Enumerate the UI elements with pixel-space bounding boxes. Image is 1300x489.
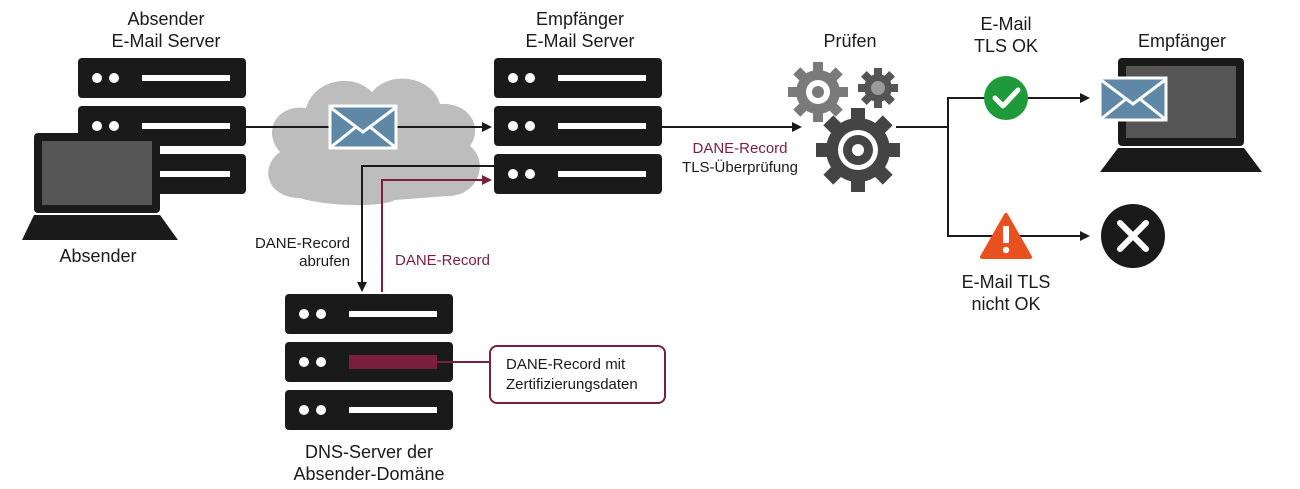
dns-server-label-line1: DNS-Server der	[305, 442, 433, 462]
sender-server-label-line2: E-Mail Server	[111, 31, 220, 51]
callout-line1: DANE-Record mit	[506, 356, 626, 373]
dns-server-label-line2: Absender-Domäne	[293, 464, 444, 484]
receiver-server-label-line1: Empfänger	[536, 9, 624, 29]
fetch-arrow	[357, 165, 494, 292]
sender-server-label-line1: Absender	[127, 9, 204, 29]
receiver-server-label-line2: E-Mail Server	[525, 31, 634, 51]
recipient-laptop-icon	[1100, 58, 1262, 172]
check-label: Prüfen	[823, 31, 876, 51]
envelope-icon	[1098, 76, 1168, 122]
ok-label-line1: E-Mail	[980, 14, 1031, 34]
fail-label-line1: E-Mail TLS	[962, 272, 1051, 292]
callout-line2: Zertifizierungsdaten	[506, 376, 638, 393]
checkmark-icon	[984, 76, 1028, 120]
fetch-label-line1: DANE-Record	[255, 235, 350, 252]
sender-label: Absender	[59, 246, 136, 266]
receiver-mail-server-icon	[494, 58, 662, 194]
warning-icon	[980, 213, 1032, 259]
fail-branch-arrow	[947, 127, 1090, 241]
envelope-icon	[328, 104, 398, 150]
fail-label-line2: nicht OK	[971, 294, 1040, 314]
return-label: DANE-Record	[395, 252, 490, 269]
ok-label-line2: TLS OK	[974, 36, 1038, 56]
dns-server-icon	[285, 294, 453, 430]
dane-check-line2: TLS-Überprüfung	[682, 158, 798, 176]
laptop-icon	[22, 133, 178, 240]
recipient-label: Empfänger	[1138, 31, 1226, 51]
gears-icon	[788, 62, 900, 192]
callout-box	[489, 345, 666, 404]
close-icon	[1101, 204, 1165, 268]
return-arrow	[381, 175, 492, 292]
fetch-label-line2: abrufen	[299, 253, 350, 270]
dane-check-line1: DANE-Record	[692, 140, 787, 157]
